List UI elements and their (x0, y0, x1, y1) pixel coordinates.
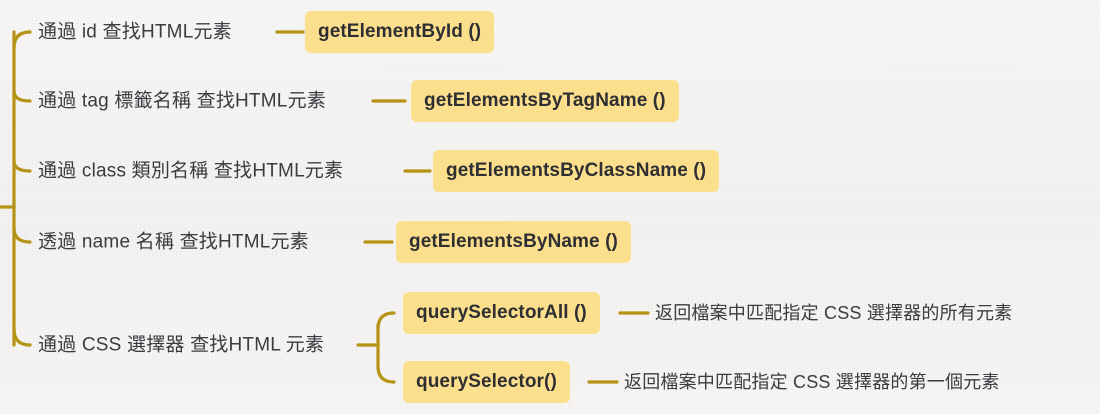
description-queryselectorall: 返回檔案中匹配指定 CSS 選擇器的所有元素 (655, 303, 1013, 323)
node-label-by-css-selector[interactable]: 通過 CSS 選擇器 查找HTML 元素 (38, 334, 325, 356)
method-badge-queryselector[interactable]: querySelector() (403, 361, 570, 403)
node-label-by-tag[interactable]: 通過 tag 標籤名稱 查找HTML元素 (38, 90, 326, 112)
branch-curve-3 (12, 159, 32, 173)
node-label-by-id[interactable]: 通過 id 查找HTML元素 (38, 21, 232, 43)
branch-curve-5 (12, 327, 32, 347)
node-label-by-class[interactable]: 通過 class 類別名稱 查找HTML元素 (38, 160, 344, 182)
branch-curve-4 (12, 226, 32, 244)
method-badge-getelementsbyclassname[interactable]: getElementsByClassName () (433, 150, 720, 192)
method-badge-getelementsbyname[interactable]: getElementsByName () (396, 221, 631, 263)
description-queryselector: 返回檔案中匹配指定 CSS 選擇器的第一個元素 (624, 372, 1000, 392)
css-fork-curve-bottom (376, 364, 396, 384)
method-badge-getelementbyid[interactable]: getElementById () (305, 11, 495, 53)
css-fork-curve-top (376, 311, 396, 331)
branch-curve-2 (12, 89, 32, 103)
branch-curve-1 (12, 30, 32, 50)
method-badge-queryselectorall[interactable]: querySelectorAll () (403, 292, 600, 334)
node-label-by-name[interactable]: 透過 name 名稱 查找HTML元素 (38, 231, 309, 253)
method-badge-getelementsbytagname[interactable]: getElementsByTagName () (411, 80, 679, 122)
